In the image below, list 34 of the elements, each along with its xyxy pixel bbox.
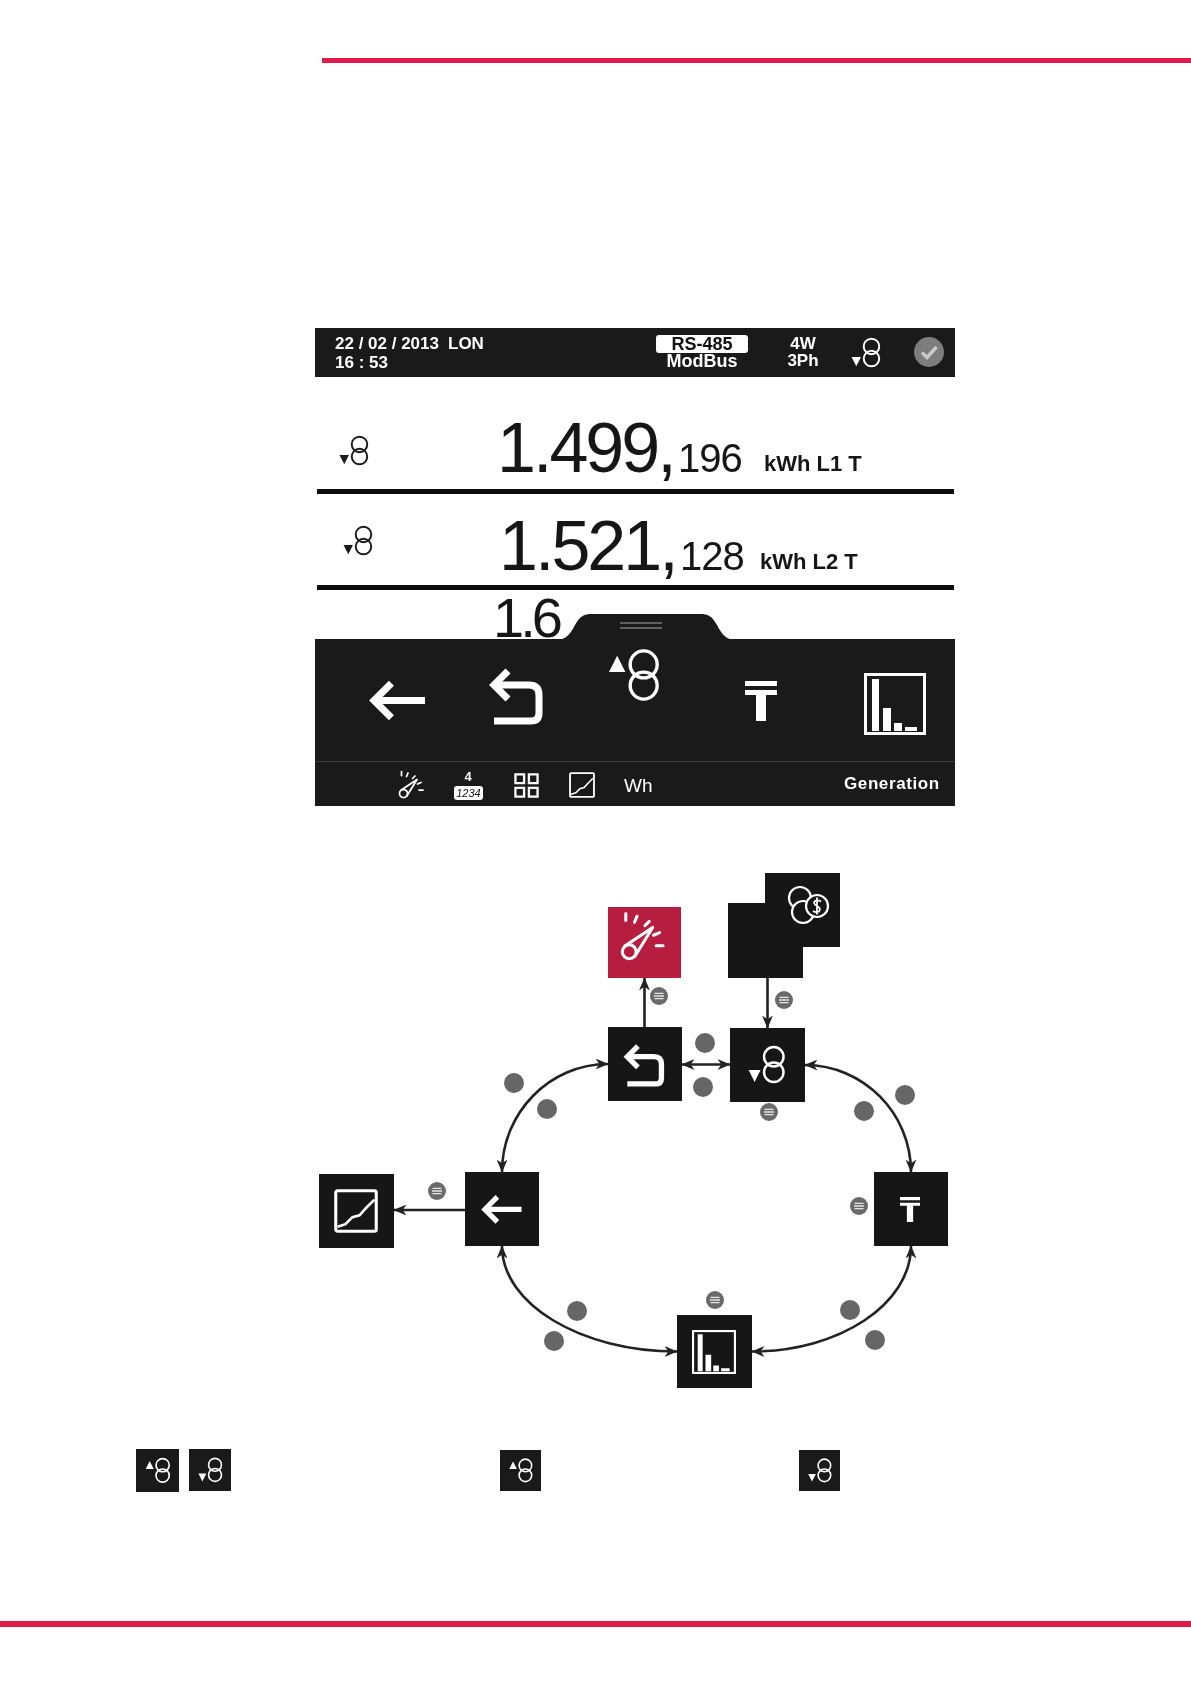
curved-double-arrow	[804, 1060, 916, 1173]
t-symbol-tile	[874, 1172, 948, 1246]
curved-double-arrow	[751, 1245, 916, 1357]
mode-text: Generation	[844, 775, 940, 792]
unit-text: kWh L2 T	[760, 551, 858, 573]
protocol-tag: RS-485	[656, 335, 748, 353]
chart-tile	[319, 1174, 394, 1248]
transformer-tile	[730, 1028, 805, 1102]
status-bar	[315, 328, 955, 377]
wiring-text: 4W	[790, 335, 816, 352]
phase-text: 3Ph	[787, 352, 819, 369]
histogram-tile	[677, 1315, 752, 1388]
return-tile	[608, 1027, 682, 1101]
reading-value: 1.521,	[499, 511, 676, 581]
unit-text: Wh	[624, 776, 653, 795]
curved-double-arrow	[497, 1059, 609, 1173]
arrow	[762, 978, 773, 1029]
date-text: 22 / 02 / 2013	[335, 335, 439, 352]
gauge-tile	[608, 907, 681, 978]
reading-value: 1.6	[493, 590, 559, 646]
counter-digit: 4	[464, 770, 472, 783]
double-arrow	[681, 1059, 731, 1070]
reading-value: 1.499,	[497, 413, 674, 483]
curved-double-arrow	[498, 1245, 678, 1357]
unit-text: kWh L1 T	[764, 453, 862, 475]
time-text: 16 : 53	[335, 354, 388, 371]
status-text: LON	[448, 335, 484, 352]
arrow	[393, 1204, 465, 1216]
protocol-text: ModBus	[666, 352, 738, 370]
reading-decimals: 128	[680, 536, 744, 576]
counter-tag: 1234	[454, 786, 483, 800]
reading-decimals: 196	[678, 438, 742, 478]
arrow	[639, 977, 650, 1027]
back-tile	[465, 1172, 539, 1246]
